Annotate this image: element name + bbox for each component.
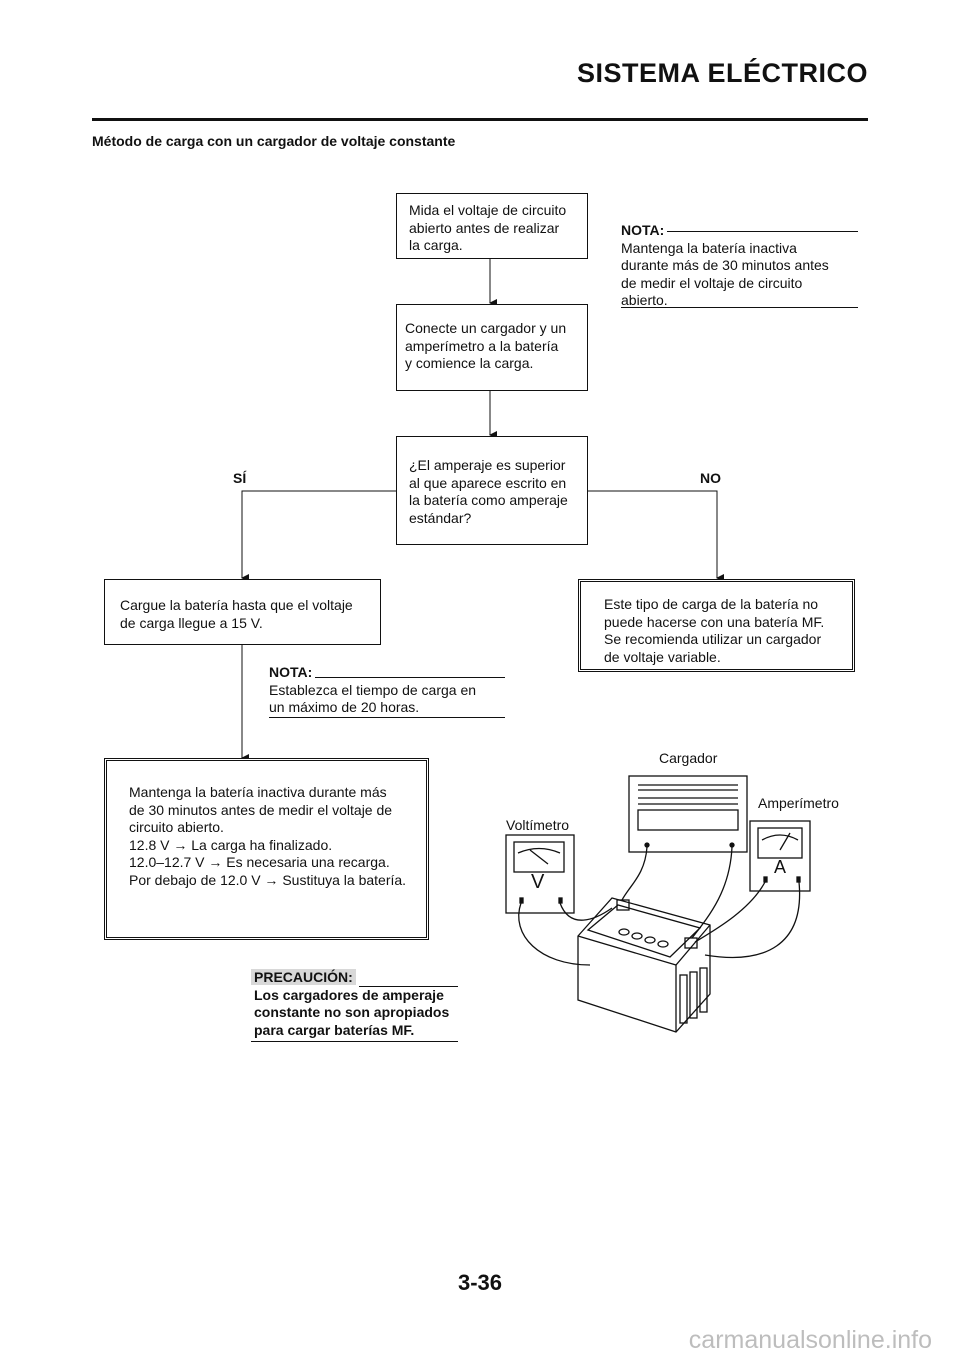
action-charge-to-15v: Cargue la batería hasta que el voltaje d… [104,579,381,645]
action-charge-to-15v-text: Cargue la batería hasta que el voltaje d… [120,597,353,631]
arrow-yes-branch [241,490,397,582]
note-charge-time-rule [315,677,505,678]
final-check-box: Mantenga la batería inactiva durante más… [104,758,429,940]
voltmeter-label: Voltímetro [506,817,570,833]
page-number: 3-36 [457,1270,503,1295]
battery-icon [577,897,711,1033]
note-charge-time-bottom-rule [269,717,505,718]
ammeter-icon [749,820,811,892]
watermark: carmanualsonline.info [688,1326,932,1354]
note-charge-time-text: Establezca el tiempo de carga en un máxi… [269,681,477,716]
note-rest-battery: NOTA: Mantenga la batería inactiva duran… [621,222,858,308]
note-rest-battery-rule [667,231,858,232]
header-rule [92,118,868,121]
section-title: Método de carga con un cargador de volta… [92,133,456,149]
caution-bottom-rule [251,1041,458,1042]
caution-heading: PRECAUCIÓN: [251,969,356,985]
step-connect-charger: Conecte un cargador y un amperímetro a l… [396,304,588,391]
ammeter-glyph: A [774,857,786,877]
note-rest-battery-heading: NOTA: [621,222,665,238]
test-leads [518,846,801,966]
note-rest-battery-text: Mantenga la batería inactiva durante más… [621,239,829,309]
no-label: NO [700,470,721,486]
step-measure-voltage-text: Mida el voltaje de circuito abierto ante… [409,202,567,253]
step-connect-charger-text: Conecte un cargador y un amperímetro a l… [405,320,567,371]
action-not-mf-battery: Este tipo de carga de la batería no pued… [578,579,855,672]
charger-icon [628,775,748,853]
decision-amperage: ¿El amperaje es superior al que aparece … [396,436,588,545]
page-header-title: SISTEMA ELÉCTRICO [576,58,868,88]
arrow-no-branch [587,490,724,582]
caution-block: PRECAUCIÓN: Los cargadores de amperaje c… [251,969,458,1043]
note-charge-time: NOTA: Establezca el tiempo de carga en u… [269,664,505,720]
action-not-mf-battery-text: Este tipo de carga de la batería no pued… [604,596,825,665]
note-rest-battery-bottom-rule [621,307,858,308]
step-measure-voltage: Mida el voltaje de circuito abierto ante… [396,193,588,259]
charger-label: Cargador [659,750,718,766]
note-charge-time-heading: NOTA: [269,664,313,680]
battery-charging-diagram: V A [505,775,811,1033]
caution-rule [359,986,458,987]
final-check-text: Mantenga la batería inactiva durante más… [129,784,407,888]
voltmeter-glyph: V [531,871,545,893]
yes-label: SÍ [233,470,247,486]
decision-amperage-text: ¿El amperaje es superior al que aparece … [409,457,568,526]
ammeter-label: Amperímetro [758,795,839,811]
caution-text: Los cargadores de amperaje constante no … [254,986,450,1038]
voltmeter-icon [505,834,575,914]
